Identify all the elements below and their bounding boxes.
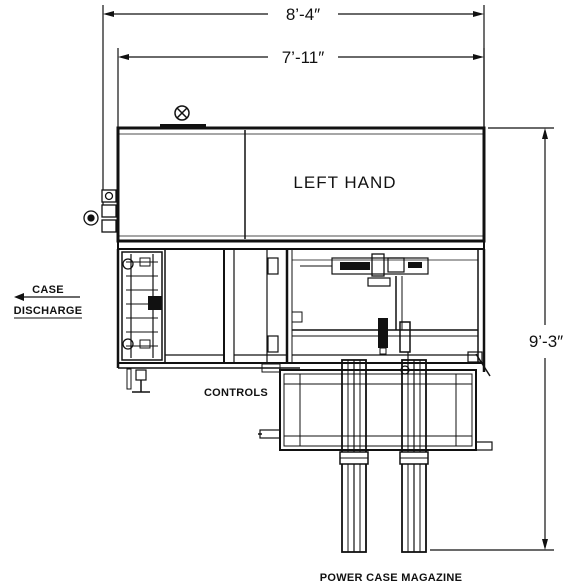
overall-length-label: 9’-3″ — [529, 332, 563, 351]
frame-width-label: 7’-11″ — [282, 48, 325, 67]
case-forming-mechanism — [300, 253, 491, 377]
overall-length-dimension — [430, 127, 554, 551]
magazine-rail-left — [339, 359, 369, 553]
handing-label: LEFT HAND — [293, 173, 396, 192]
controls-label: CONTROLS — [204, 387, 268, 399]
case-discharge-label-line2: DISCHARGE — [14, 305, 83, 317]
magazine-label: POWER CASE MAGAZINE — [320, 572, 463, 584]
frame-width-dimension — [117, 48, 485, 130]
case-discharge-label-line1: CASE — [32, 284, 64, 296]
overall-width-dimension — [102, 5, 485, 205]
valve-symbol-icon — [174, 105, 190, 121]
magazine-rail-right — [399, 359, 429, 553]
case-magazine-frame — [258, 363, 493, 451]
case-discharge-arrow — [14, 293, 80, 301]
discharge-conveyor — [121, 251, 163, 393]
side-indicator-lights — [83, 189, 117, 233]
overall-width-label: 8’-4″ — [286, 5, 320, 24]
main-frame — [116, 240, 486, 372]
